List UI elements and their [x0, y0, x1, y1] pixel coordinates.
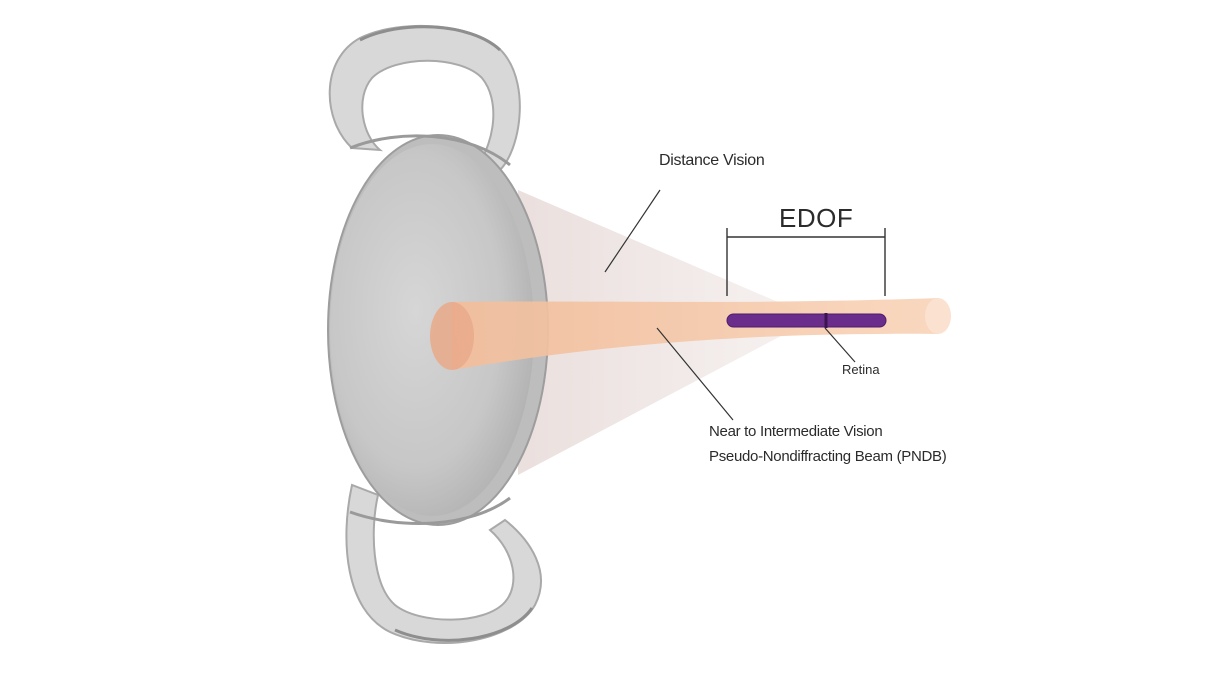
edof-bracket — [726, 228, 886, 296]
distance-vision-leader — [604, 189, 661, 273]
pndb-label: Pseudo-Nondiffracting Beam (PNDB) — [709, 448, 947, 465]
retina-label: Retina — [842, 362, 880, 377]
retina-bar — [726, 313, 887, 328]
retina-leader — [824, 327, 856, 363]
near-to-intermediate-label: Near to Intermediate Vision — [709, 423, 883, 440]
edof-label: EDOF — [779, 203, 854, 233]
pndb-leader — [656, 327, 734, 421]
upper-haptic — [328, 24, 521, 172]
lower-haptic — [345, 483, 542, 644]
distance-vision-label: Distance Vision — [659, 152, 765, 169]
